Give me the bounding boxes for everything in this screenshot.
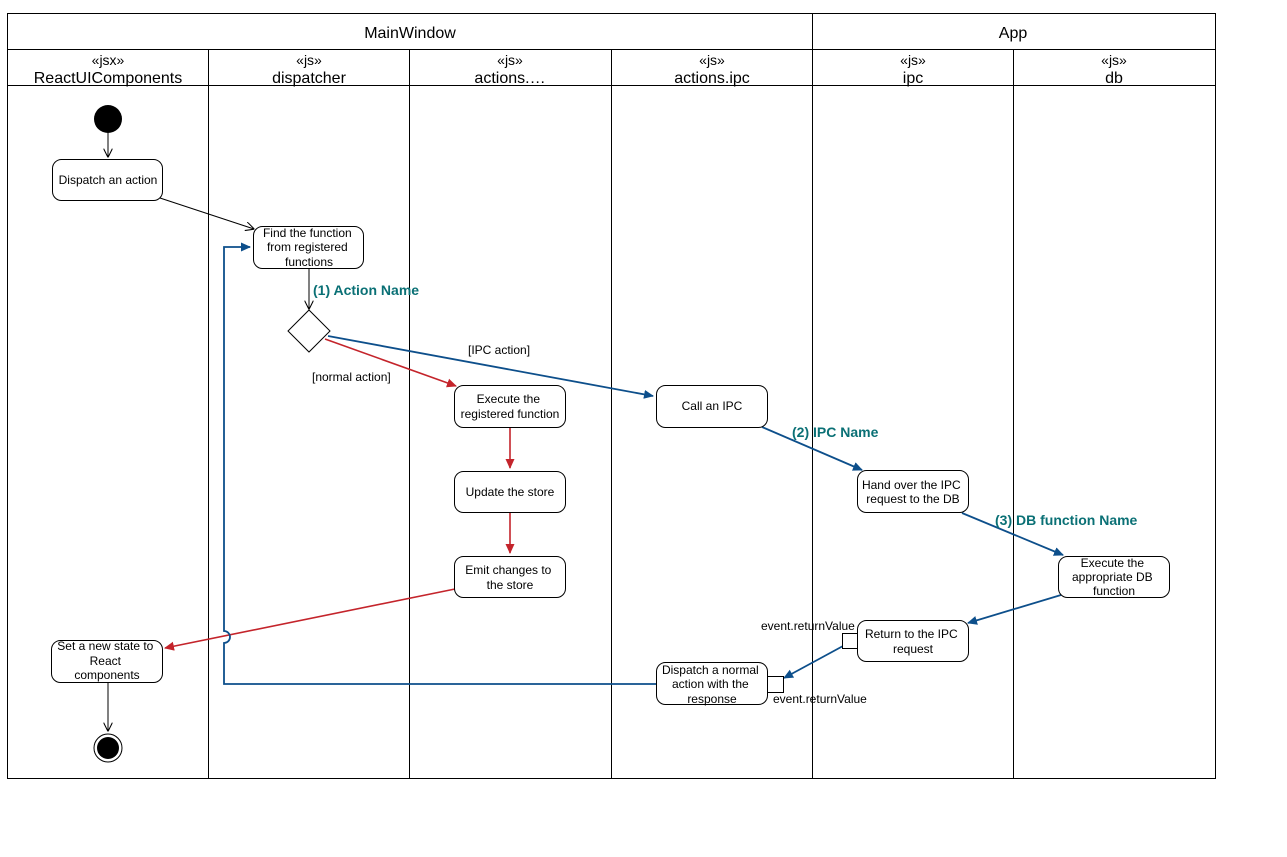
lane-header-actions: «js» actions.… [474,52,545,87]
pool-title-app: App [999,25,1028,42]
svg-text:Return to the IPC reques: Return to the IPC request [865,627,961,656]
lane-header-actions-ipc: «js» actions.ipc [674,52,750,87]
lane-name: actions.… [474,70,545,87]
black-edges [108,133,309,731]
action-call-an-ipc: Call an IPC [656,385,768,428]
edge-executedb-to-return [967,594,1062,625]
svg-text:Find the function from r: Find the function from registered functi… [263,226,355,269]
svg-text:Hand over the IPC reques: Hand over the IPC request to the DB [862,478,964,506]
lane-name: db [1105,70,1123,87]
lane-stereotype: «js» [296,52,322,68]
lane-name: ipc [903,70,923,87]
final-node [93,733,123,763]
action-find-the-function: Find the function from registered functi… [253,226,364,269]
svg-text:Emit changes to the stor: Emit changes to the store [465,563,554,592]
action-return-to-ipc: Return to the IPC request [857,620,969,662]
red-edges [164,338,515,651]
lane-header-ipc: «js» ipc [900,52,926,87]
edge-dispatchnormal-to-find [223,242,656,685]
lane-stereotype: «js» [497,52,523,68]
edge-return-to-dispatchnormal [783,645,844,679]
svg-text:Set a new state to React: Set a new state to React components [57,639,156,682]
lane-name: dispatcher [272,70,346,87]
svg-text:Dispatch a normal action: Dispatch a normal action with the respon… [662,663,762,706]
action-update-the-store: Update the store [454,471,566,513]
label-return-value-bottom: event.returnValue [773,692,867,706]
action-dispatch-normal-action: Dispatch a normal action with the respon… [656,662,768,706]
svg-text:Call an IPC: Call an IPC [682,399,743,413]
lane-header-react-ui: «jsx» ReactUIComponents [34,52,183,87]
edge-decision-to-callipc [327,335,654,399]
pool-title-mainwindow: MainWindow [364,25,456,42]
action-execute-db-function: Execute the appropriate DB function [1058,556,1170,598]
swimlane-frame [7,13,1216,779]
action-emit-changes: Emit changes to the store [454,556,566,598]
action-set-new-state: Set a new state to React components [51,639,163,683]
lane-name: ReactUIComponents [34,70,183,87]
action-hand-over-ipc: Hand over the IPC request to the DB [857,470,969,513]
blue-edges [223,242,1064,685]
label-normal-action: [normal action] [312,370,391,384]
edge-callipc-to-handover [761,426,863,471]
label-action-name: (1) Action Name [313,282,419,298]
lane-stereotype: «js» [900,52,926,68]
lane-stereotype: «js» [699,52,725,68]
label-ipc-name: (2) IPC Name [792,424,879,440]
label-ipc-action: [IPC action] [468,343,530,357]
action-execute-registered-function: Execute the registered function [454,385,566,428]
pin-return-value-out [842,633,858,649]
initial-node [94,105,122,133]
svg-text:Execute the appropriate: Execute the appropriate DB function [1072,556,1156,598]
edge-emit-to-setstate [164,588,456,651]
svg-text:Update the store: Update the store [466,485,555,499]
pin-return-value-in [767,676,784,693]
edge-handover-to-executedb [961,512,1064,556]
svg-text:Execute the registered f: Execute the registered function [461,392,560,421]
action-dispatch-an-action: Dispatch an action [52,159,163,201]
lane-header-dispatcher: «js» dispatcher [272,52,346,87]
edge-decision-to-execute [324,338,457,388]
label-db-function-name: (3) DB function Name [995,512,1138,528]
lane-stereotype: «js» [1101,52,1127,68]
lane-name: actions.ipc [674,70,750,87]
edge-dispatch-to-find [159,197,254,229]
lane-header-db: «js» db [1101,52,1127,87]
label-return-value-top: event.returnValue [761,619,855,633]
decision-node [287,309,331,353]
lane-stereotype: «jsx» [92,52,125,68]
svg-text:Dispatch an action: Dispatch an action [59,173,158,187]
